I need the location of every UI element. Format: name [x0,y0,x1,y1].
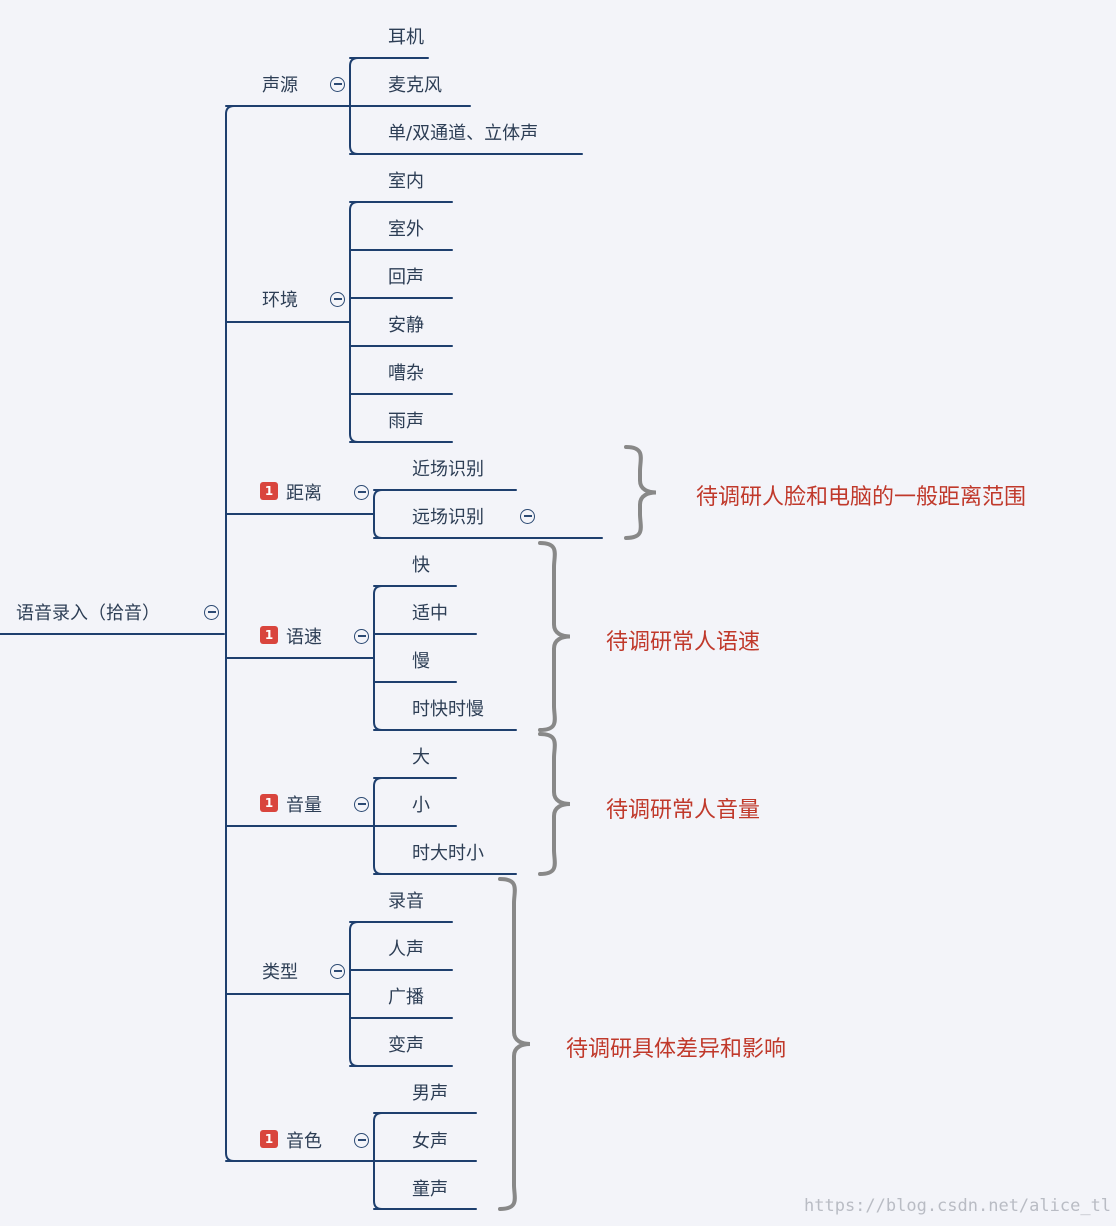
priority-badge-timbre: 1 [260,1130,278,1148]
root-spine [225,105,235,1162]
leaf-human-voice[interactable]: 人声 [388,939,424,960]
branch-label-type[interactable]: 类型 [262,962,298,983]
watermark: https://blog.csdn.net/alice_tl [804,1196,1112,1216]
leaf-female-voice[interactable]: 女声 [412,1131,448,1152]
leaf-recording[interactable]: 录音 [388,891,424,912]
branch-label-distance[interactable]: 距离 [286,483,322,504]
branch-label-source[interactable]: 声源 [262,75,298,96]
leaf-quiet[interactable]: 安静 [388,315,424,336]
branch-spine-5 [349,921,359,1067]
branch-spine-2 [373,489,383,539]
branch-spine-1 [349,201,359,443]
leaf-fast[interactable]: 快 [412,555,430,576]
note-speed: 待调研常人语速 [606,630,761,655]
brace-volume-icon [538,732,571,876]
root-topic-label[interactable]: 语音录入（拾音） [16,603,160,624]
branch-label-environment[interactable]: 环境 [262,290,298,311]
priority-badge-speed: 1 [260,626,278,644]
leaf-voice-change[interactable]: 变声 [388,1035,424,1056]
branch-collapse-icon-source[interactable] [330,77,345,92]
leaf-soft[interactable]: 小 [412,795,430,816]
leaf-variable-volume[interactable]: 时大时小 [412,843,484,864]
leaf-male-voice[interactable]: 男声 [412,1083,448,1104]
leaf-broadcast[interactable]: 广播 [388,987,424,1008]
leaf-far-field[interactable]: 远场识别 [412,507,484,528]
leaf-loud[interactable]: 大 [412,747,430,768]
leaf-earphone[interactable]: 耳机 [388,27,424,48]
priority-badge-distance: 1 [260,482,278,500]
branch-collapse-icon-environment[interactable] [330,292,345,307]
branch-label-volume[interactable]: 音量 [286,795,322,816]
leaf-channel[interactable]: 单/双通道、立体声 [388,123,539,144]
leaf-outdoor[interactable]: 室外 [388,219,424,240]
priority-badge-volume: 1 [260,794,278,812]
leaf-collapse-icon-far-field[interactable] [520,509,535,524]
leaf-rain[interactable]: 雨声 [388,411,424,432]
leaf-noisy[interactable]: 嘈杂 [388,363,424,384]
leaf-microphone[interactable]: 麦克风 [388,75,442,96]
brace-type-timbre-icon [498,877,531,1211]
leaf-echo[interactable]: 回声 [388,267,424,288]
branch-collapse-icon-distance[interactable] [354,485,369,500]
brace-speed-icon [538,541,571,732]
leaf-indoor[interactable]: 室内 [388,171,424,192]
branch-label-timbre[interactable]: 音色 [286,1131,322,1152]
leaf-variable-speed[interactable]: 时快时慢 [412,699,484,720]
leaf-near-field[interactable]: 近场识别 [412,459,484,480]
leaf-moderate[interactable]: 适中 [412,603,448,624]
leaf-child-voice[interactable]: 童声 [412,1179,448,1200]
branch-label-speed[interactable]: 语速 [286,627,322,648]
brace-distance-icon [624,445,657,540]
branch-collapse-icon-speed[interactable] [354,629,369,644]
branch-collapse-icon-volume[interactable] [354,797,369,812]
note-distance: 待调研人脸和电脑的一般距离范围 [696,485,1027,510]
leaf-slow[interactable]: 慢 [412,651,430,672]
branch-spine-3 [373,585,383,731]
note-type-timbre: 待调研具体差异和影响 [566,1037,787,1062]
root-collapse-icon[interactable] [204,605,219,620]
branch-collapse-icon-type[interactable] [330,964,345,979]
note-volume: 待调研常人音量 [606,798,761,823]
branch-collapse-icon-timbre[interactable] [354,1133,369,1148]
